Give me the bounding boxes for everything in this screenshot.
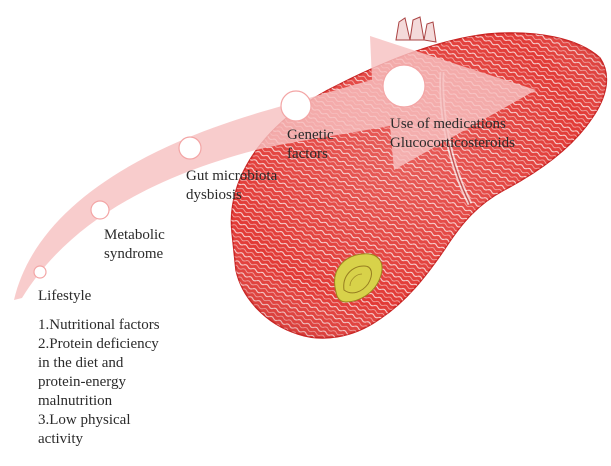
lifestyle-detail-line: 1.Nutritional factors <box>38 316 160 335</box>
lifestyle-detail-line: malnutrition <box>38 392 160 411</box>
factor-medications-line-2: Glucocorticosteroids <box>390 134 515 153</box>
factor-metabolic-syndrome-label: Metabolic syndrome <box>104 226 165 264</box>
lifestyle-details-list: 1.Nutritional factors 2.Protein deficien… <box>38 316 160 449</box>
lifestyle-detail-line: protein-energy <box>38 373 160 392</box>
step-circle-4-icon <box>281 91 311 121</box>
lifestyle-detail-line: activity <box>38 430 160 449</box>
factor-metabolic-line-1: Metabolic <box>104 226 165 245</box>
factor-metabolic-line-2: syndrome <box>104 245 165 264</box>
factor-gut-line-1: Gut microbiota <box>186 167 277 186</box>
lifestyle-detail-line: 3.Low physical <box>38 411 160 430</box>
factor-genetic-line-2: factors <box>287 145 334 164</box>
hepatic-vessels-icon <box>396 17 436 42</box>
factor-genetic-line-1: Genetic <box>287 126 334 145</box>
step-circle-2-icon <box>91 201 109 219</box>
factor-genetic-label: Genetic factors <box>287 126 334 164</box>
factor-gut-microbiota-label: Gut microbiota dysbiosis <box>186 167 277 205</box>
step-circle-5-icon <box>383 65 425 107</box>
lifestyle-detail-line: 2.Protein deficiency <box>38 335 160 354</box>
step-circle-3-icon <box>179 137 201 159</box>
factor-medications-line-1: Use of medications <box>390 115 515 134</box>
factor-gut-line-2: dysbiosis <box>186 186 277 205</box>
lifestyle-detail-line: in the diet and <box>38 354 160 373</box>
factor-lifestyle-label: Lifestyle <box>38 287 91 306</box>
step-circle-1-icon <box>34 266 46 278</box>
factor-lifestyle-line-1: Lifestyle <box>38 287 91 306</box>
factor-medications-label: Use of medications Glucocorticosteroids <box>390 115 515 153</box>
